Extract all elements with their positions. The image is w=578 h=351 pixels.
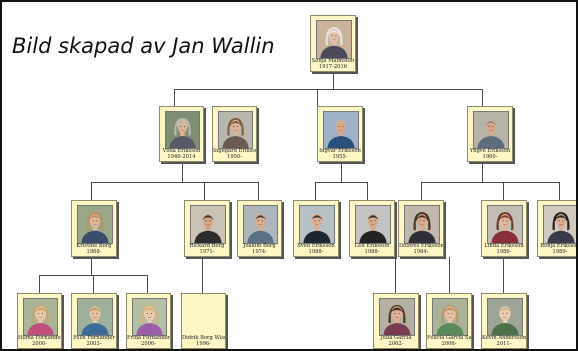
person-years: 1968-	[86, 249, 102, 255]
person-years: 1917-2016	[318, 64, 348, 70]
person-name: Ronja Eriksson	[540, 243, 578, 249]
person-name: Yngve Eriksson	[469, 148, 511, 154]
person-years: 1955-	[332, 154, 348, 160]
person-years: 1971-	[199, 249, 215, 255]
elderly-woman-photo	[316, 20, 352, 59]
person-card[interactable]: Didrik Borg Wisén1996-	[181, 293, 226, 349]
person-card[interactable]: Ingegärd Eriksson1950-	[212, 106, 257, 162]
person-name: Felicia Garcia Salt	[427, 335, 471, 341]
man-photo	[190, 205, 226, 244]
person-years: 1989-	[552, 249, 568, 255]
person-years: 2006-	[441, 341, 457, 347]
man-photo	[473, 111, 509, 149]
person-years: 1974-	[252, 249, 267, 255]
person-name: Rickard Borg	[189, 243, 225, 249]
person-name: Leif Eriksson	[354, 243, 390, 249]
person-name: Felix Fornander	[73, 335, 115, 341]
person-name: Viola Eriksson	[162, 148, 201, 154]
person-years: 1946-2014	[167, 154, 196, 160]
girl-photo	[23, 298, 58, 336]
girl-photo	[132, 298, 167, 336]
person-name: Sonja Malmsten	[311, 58, 355, 64]
boy-photo	[77, 298, 113, 336]
person-years: 1984-	[413, 249, 429, 255]
person-name: Dolores Eriksson	[399, 243, 443, 249]
man-photo	[299, 205, 335, 244]
person-name: Linda Eriksson	[484, 243, 524, 249]
person-years: 2011-	[496, 341, 512, 347]
person-years: 1996-	[196, 341, 211, 347]
man-photo	[243, 205, 278, 244]
person-years: 2003-	[86, 341, 102, 347]
person-name: Sven Eriksson	[297, 243, 335, 249]
person-name: Kevin Andersson	[482, 335, 526, 341]
woman-photo	[218, 111, 253, 149]
person-name: Hilma Fornander	[18, 335, 61, 341]
man-photo	[323, 111, 359, 149]
person-years: 1950-	[227, 154, 242, 160]
woman-photo	[404, 205, 440, 244]
woman-photo	[165, 111, 200, 149]
person-years: 2002-	[388, 341, 404, 347]
woman-photo	[487, 205, 523, 244]
person-years: 2000-	[32, 341, 47, 347]
man-photo	[355, 205, 391, 244]
person-years: 1988-	[308, 249, 324, 255]
person-name: Joakim Borg	[243, 243, 276, 249]
boy-photo	[487, 298, 523, 336]
person-name: Ingegärd Eriksson	[213, 148, 256, 154]
girl-photo	[379, 298, 415, 336]
person-years: 1986-	[496, 249, 512, 255]
person-name: Kristine Borg	[76, 243, 112, 249]
person-years: 1960-	[482, 154, 498, 160]
person-name: Frida Fornander	[127, 335, 170, 341]
person-years: 2006-	[141, 341, 156, 347]
person-name: Julia Garcia	[380, 335, 412, 341]
woman-photo	[77, 205, 113, 244]
girl-photo	[432, 298, 468, 336]
person-name: Didrik Borg Wisén	[182, 335, 225, 341]
woman-photo	[543, 205, 576, 244]
person-years: 1988-	[364, 249, 380, 255]
person-name: Ingvar Eriksson	[319, 148, 361, 154]
image-credit-caption: Bild skapad av Jan Wallin	[12, 34, 275, 58]
